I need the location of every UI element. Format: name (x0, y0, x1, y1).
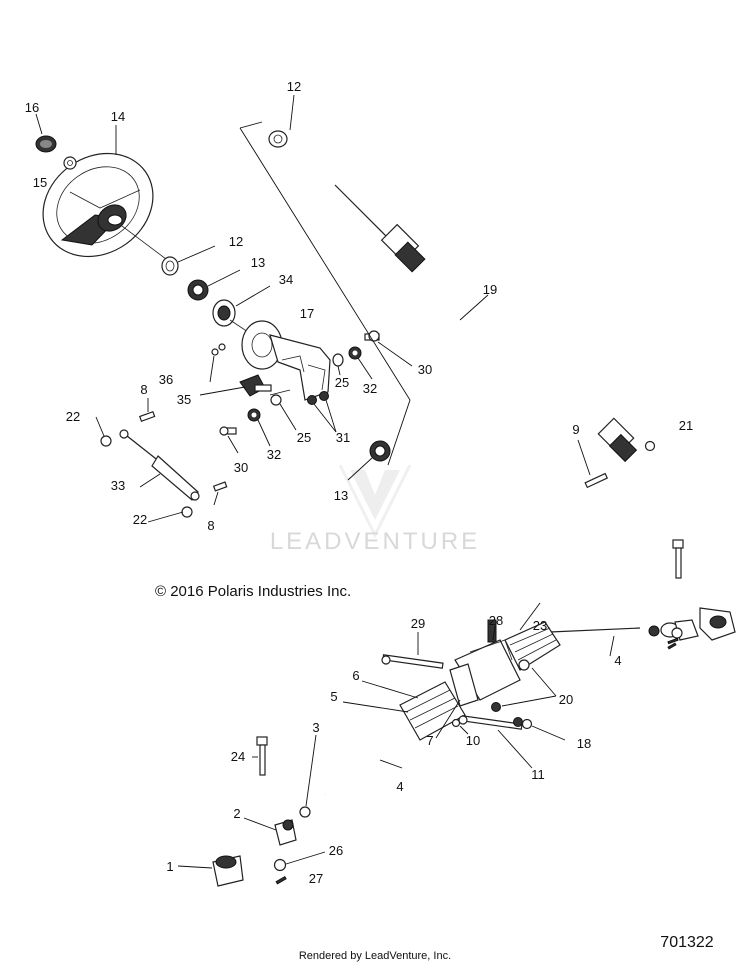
callout-31: 31 (336, 430, 350, 445)
callout-4-right: 4 (614, 653, 621, 668)
callout-36: 36 (159, 372, 173, 387)
callout-24: 24 (231, 749, 245, 764)
callout-5: 5 (330, 689, 337, 704)
watermark-logo (338, 464, 412, 539)
callout-34: 34 (279, 272, 293, 287)
nut-part[interactable] (491, 659, 530, 712)
callout-35: 35 (177, 392, 191, 407)
pin-part[interactable] (211, 343, 226, 356)
knuckle-part[interactable] (699, 607, 736, 641)
callout-32-top: 32 (363, 381, 377, 396)
callout-27: 27 (309, 871, 323, 886)
callout-11: 11 (531, 767, 545, 782)
nut-part[interactable] (644, 440, 656, 452)
callout-10: 10 (466, 733, 480, 748)
washer-part[interactable] (247, 408, 261, 422)
cotter-pin-part[interactable] (275, 875, 287, 885)
bearing-part[interactable] (369, 440, 391, 462)
callout-13: 13 (251, 255, 265, 270)
callout-20: 20 (559, 692, 573, 707)
nut-part[interactable] (273, 858, 287, 872)
callout-8-top: 8 (140, 382, 147, 397)
callout-2: 2 (233, 806, 240, 821)
nut-part[interactable] (100, 435, 193, 518)
watermark-text: LEADVENTURE (270, 528, 480, 555)
bushing-part[interactable] (268, 130, 288, 148)
callout-21: 21 (679, 418, 693, 433)
tie-rod-end-part[interactable] (274, 819, 297, 846)
washer-part[interactable] (513, 717, 533, 730)
callout-19: 19 (483, 282, 497, 297)
callout-25-top: 25 (335, 375, 349, 390)
intermediate-shaft-part[interactable] (334, 184, 638, 463)
callout-7: 7 (426, 733, 433, 748)
callout-28: 28 (489, 613, 503, 628)
bolt-part[interactable] (381, 654, 444, 669)
bolt-part[interactable] (451, 718, 461, 728)
leader-lines (35, 94, 615, 869)
callout-8-bottom: 8 (207, 518, 214, 533)
bushing-part[interactable] (161, 256, 179, 276)
callout-16: 16 (25, 100, 39, 115)
bearing-part[interactable] (187, 279, 209, 301)
flange-part[interactable] (212, 299, 236, 327)
washer-part[interactable] (270, 394, 282, 406)
nut-part[interactable] (667, 627, 683, 645)
steering-rack-part[interactable] (324, 619, 641, 796)
render-credit: Rendered by LeadVenture, Inc. (299, 950, 451, 962)
tilt-lever-part[interactable] (239, 374, 272, 397)
callout-6: 6 (352, 668, 359, 683)
steering-column-bracket-part[interactable] (241, 320, 331, 401)
callout-14: 14 (111, 109, 125, 124)
callout-1: 1 (166, 859, 173, 874)
callout-33: 33 (111, 478, 125, 493)
callout-3: 3 (312, 720, 319, 735)
callout-12-top: 12 (287, 79, 301, 94)
callout-32-bottom: 32 (267, 447, 281, 462)
washer-part[interactable] (348, 346, 362, 360)
bolt-part[interactable] (138, 410, 228, 492)
bolt-part[interactable] (256, 736, 268, 776)
nut-part[interactable] (307, 391, 329, 405)
horn-cap-part[interactable] (35, 135, 57, 153)
callout-17: 17 (300, 306, 314, 321)
callout-12: 12 (229, 234, 243, 249)
washer-part[interactable] (332, 353, 344, 367)
knuckle-part[interactable] (212, 855, 244, 887)
steering-wheel-part[interactable] (23, 132, 173, 277)
callout-25-bottom: 25 (297, 430, 311, 445)
nut-part[interactable] (299, 806, 311, 818)
gas-strut-part[interactable] (119, 429, 200, 501)
bolt-part[interactable] (584, 472, 609, 489)
callout-22-bottom: 22 (133, 512, 147, 527)
callout-4-left: 4 (396, 779, 403, 794)
callout-9: 9 (572, 422, 579, 437)
callout-29: 29 (411, 616, 425, 631)
diagram-number: 701322 (660, 934, 713, 951)
callout-23: 23 (533, 618, 547, 633)
callout-30-bottom: 30 (234, 460, 248, 475)
callout-30-top: 30 (418, 362, 432, 377)
callout-22-top: 22 (66, 409, 80, 424)
bolt-part[interactable] (672, 539, 684, 579)
bolt-part[interactable] (458, 715, 523, 730)
callout-18: 18 (577, 736, 591, 751)
copyright-notice: © 2016 Polaris Industries Inc. (155, 583, 351, 600)
bolt-part[interactable] (219, 426, 237, 436)
cotter-pin-part[interactable] (667, 642, 677, 650)
callout-15: 15 (33, 175, 47, 190)
callout-26: 26 (329, 843, 343, 858)
callout-13-bottom: 13 (334, 488, 348, 503)
callout-labels: 14 16 15 12 12 13 34 17 36 8 22 35 33 22… (25, 79, 714, 962)
wheel-nut-part[interactable] (63, 156, 77, 170)
